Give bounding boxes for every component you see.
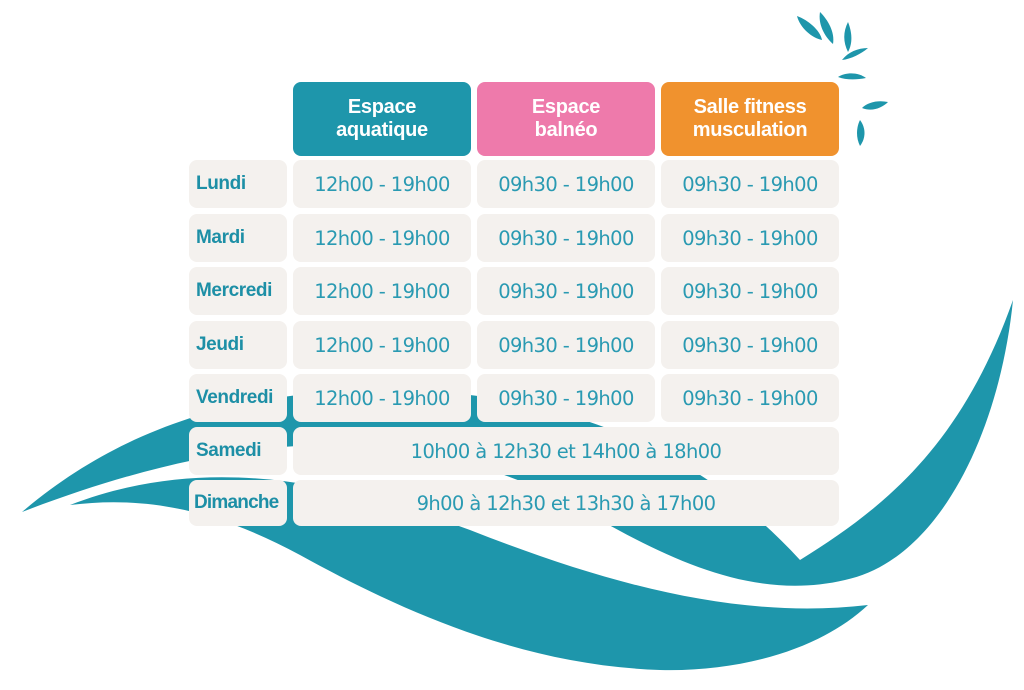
time-slot-jeudi-fitness: 09h30 - 19h00 [661, 321, 839, 369]
day-label-lundi: Lundi [189, 160, 287, 208]
column-header-line1: Espace [531, 96, 601, 118]
day-label-mercredi: Mercredi [189, 267, 287, 315]
time-slot-mardi-aquatique: 12h00 - 19h00 [293, 214, 471, 262]
time-slot-lundi-fitness: 09h30 - 19h00 [661, 160, 839, 208]
column-header-text: Salle fitness musculation [693, 96, 808, 142]
time-slot-dimanche-all: 9h00 à 12h30 et 13h30 à 17h00 [293, 480, 839, 526]
time-slot-mercredi-aquatique: 12h00 - 19h00 [293, 267, 471, 315]
time-slot-vendredi-aquatique: 12h00 - 19h00 [293, 374, 471, 422]
time-slot-samedi-all: 10h00 à 12h30 et 14h00 à 18h00 [293, 427, 839, 475]
column-header-text: Espace balnéo [531, 96, 601, 142]
time-slot-lundi-balneo: 09h30 - 19h00 [477, 160, 655, 208]
column-header-line2: musculation [692, 119, 808, 141]
time-slot-mercredi-fitness: 09h30 - 19h00 [661, 267, 839, 315]
column-header-line2: balnéo [534, 119, 598, 141]
day-label-jeudi: Jeudi [189, 321, 287, 369]
column-header-line1: Espace [347, 96, 417, 118]
time-slot-vendredi-balneo: 09h30 - 19h00 [477, 374, 655, 422]
time-slot-mardi-fitness: 09h30 - 19h00 [661, 214, 839, 262]
time-slot-vendredi-fitness: 09h30 - 19h00 [661, 374, 839, 422]
time-slot-jeudi-aquatique: 12h00 - 19h00 [293, 321, 471, 369]
time-slot-mercredi-balneo: 09h30 - 19h00 [477, 267, 655, 315]
column-header-salle-fitness: Salle fitness musculation [661, 82, 839, 156]
time-slot-jeudi-balneo: 09h30 - 19h00 [477, 321, 655, 369]
time-slot-mardi-balneo: 09h30 - 19h00 [477, 214, 655, 262]
day-label-vendredi: Vendredi [189, 374, 287, 422]
day-label-dimanche: Dimanche [189, 480, 287, 526]
column-header-espace-aquatique: Espace aquatique [293, 82, 471, 156]
time-slot-lundi-aquatique: 12h00 - 19h00 [293, 160, 471, 208]
column-header-text: Espace aquatique [336, 96, 428, 142]
column-header-espace-balneo: Espace balnéo [477, 82, 655, 156]
splash-icon [797, 12, 888, 146]
day-label-mardi: Mardi [189, 214, 287, 262]
day-label-samedi: Samedi [189, 427, 287, 475]
column-header-line2: aquatique [336, 119, 428, 141]
column-header-line1: Salle fitness [693, 96, 807, 118]
